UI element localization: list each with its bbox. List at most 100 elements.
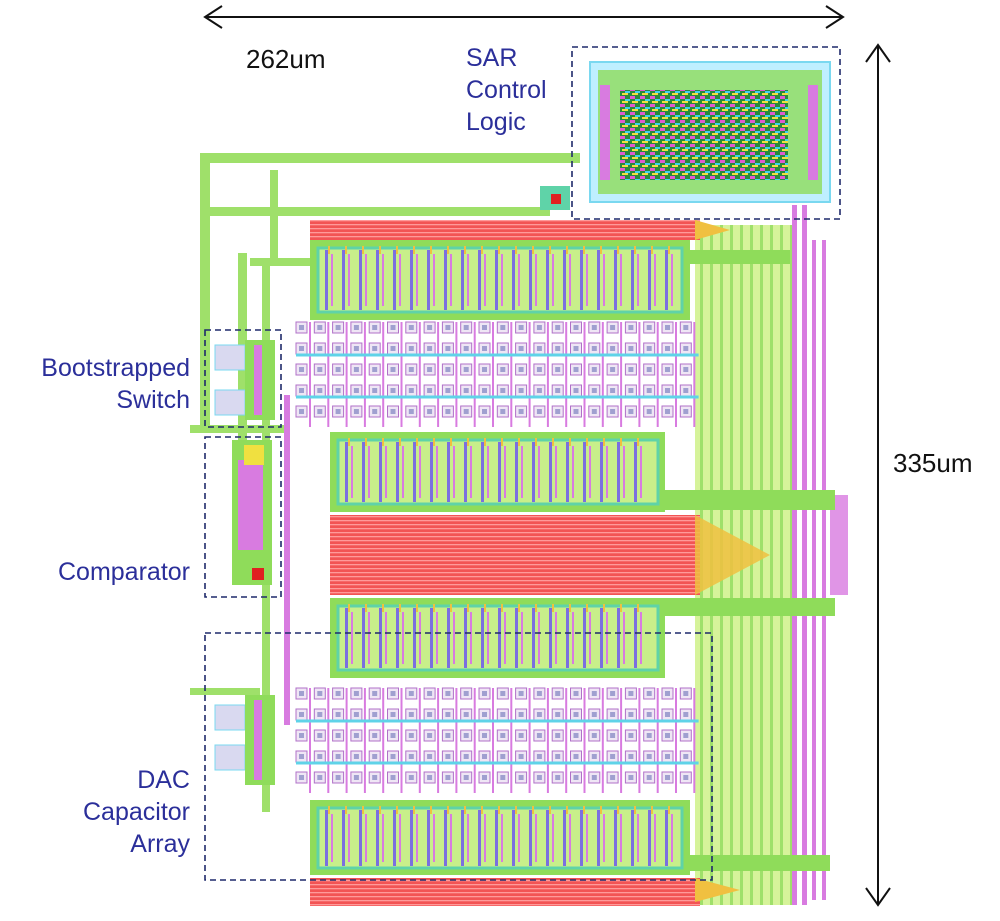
comparator-cell xyxy=(232,440,272,585)
finger xyxy=(600,442,603,502)
unit-cap-core xyxy=(463,409,469,414)
finger-pink xyxy=(348,814,350,862)
cap-grid-wire xyxy=(620,688,623,793)
finger xyxy=(617,608,620,668)
top-via xyxy=(551,194,561,204)
unit-cap-core xyxy=(427,775,433,780)
finger-pink xyxy=(535,814,537,862)
unit-cap-core xyxy=(518,712,524,717)
unit-cap-core xyxy=(372,712,378,717)
finger-tap xyxy=(552,604,554,612)
finger-tap xyxy=(379,246,381,254)
finger-pink xyxy=(365,814,367,862)
unit-cap-core xyxy=(665,325,670,330)
unit-cap-core xyxy=(390,733,396,738)
unit-cap-core xyxy=(408,409,414,414)
unit-cap-core xyxy=(372,409,378,414)
unit-cap-core xyxy=(445,346,451,351)
finger xyxy=(597,250,600,310)
cap-grid-wire xyxy=(528,688,531,793)
finger-pink xyxy=(399,254,401,306)
cap-grid-top xyxy=(295,321,699,427)
dac-label-line3: Array xyxy=(130,830,190,858)
unit-cap-core xyxy=(427,409,433,414)
unit-cap-core xyxy=(683,367,689,372)
bootstrapped-switch-cell xyxy=(214,340,275,420)
cap-grid-wire xyxy=(510,688,513,793)
unit-cap-core xyxy=(555,409,561,414)
finger-pink xyxy=(623,446,625,498)
finger-pink xyxy=(620,254,622,306)
unit-cap-core xyxy=(555,325,561,330)
unit-cap-core xyxy=(536,775,542,780)
unit-cap-core xyxy=(408,367,414,372)
unit-cap-core xyxy=(500,325,506,330)
unit-cap-core xyxy=(372,325,378,330)
finger-tap xyxy=(430,806,432,814)
unit-cap-core xyxy=(353,712,359,717)
unit-cap-core xyxy=(591,367,597,372)
finger xyxy=(410,250,413,310)
cap-grid-bottom xyxy=(295,687,699,793)
unit-cap-core xyxy=(335,346,341,351)
unit-cap-core xyxy=(335,325,341,330)
finger-pink xyxy=(606,612,608,664)
unit-cap-core xyxy=(427,712,433,717)
unit-cap-core xyxy=(665,775,670,780)
unit-cap-core xyxy=(646,388,652,393)
unit-cap-core xyxy=(427,388,433,393)
finger xyxy=(461,810,464,866)
finger-tap xyxy=(450,438,452,446)
finger-pink xyxy=(416,814,418,862)
unit-cap-core xyxy=(445,754,451,759)
unit-cap-core xyxy=(299,388,304,393)
finger-pink xyxy=(504,446,506,498)
cap-grid-wire xyxy=(583,322,586,427)
unit-cap-core xyxy=(482,388,487,393)
cap-grid-wire xyxy=(345,688,348,793)
finger-tap xyxy=(396,246,398,254)
cap-grid-wire xyxy=(638,322,641,427)
finger-tap xyxy=(617,806,619,814)
cap-grid-wire xyxy=(437,688,440,793)
unit-cap-core xyxy=(665,733,670,738)
unit-cap-core xyxy=(427,754,433,759)
top-fingers xyxy=(325,246,673,310)
finger-pink xyxy=(453,446,455,498)
unit-cap-core xyxy=(573,409,579,414)
finger-tap xyxy=(433,438,435,446)
finger xyxy=(583,608,586,668)
finger-tap xyxy=(413,246,415,254)
unit-cap-core xyxy=(500,712,506,717)
finger-pink xyxy=(521,446,523,498)
dac-switch-cell xyxy=(214,695,275,785)
dac-label: DAC Capacitor Array xyxy=(40,764,190,860)
unit-cap-core xyxy=(573,733,579,738)
cap-grid-wire xyxy=(327,322,330,427)
dac-dashed-box xyxy=(204,632,713,881)
finger-tap xyxy=(345,246,347,254)
finger xyxy=(430,608,433,668)
unit-cap-core xyxy=(591,409,597,414)
cap-grid-wire xyxy=(309,322,311,427)
finger xyxy=(665,250,668,310)
finger-tap xyxy=(637,438,639,446)
unit-cap-core xyxy=(500,691,506,696)
finger-pink xyxy=(501,814,503,862)
unit-cap-core xyxy=(628,733,634,738)
finger-pink xyxy=(671,254,673,306)
unit-cap-core xyxy=(555,712,561,717)
unit-cap-core xyxy=(408,733,414,738)
finger-tap xyxy=(365,438,367,446)
finger xyxy=(580,810,583,866)
finger-pink xyxy=(603,814,605,862)
unit-cap-core xyxy=(317,754,323,759)
unit-cap-core xyxy=(335,388,341,393)
unit-cap-core xyxy=(518,388,524,393)
unit-cap-core xyxy=(353,775,359,780)
finger xyxy=(464,608,467,668)
unit-cap-core xyxy=(353,346,359,351)
finger-tap xyxy=(328,806,330,814)
finger-pink xyxy=(606,446,608,498)
finger xyxy=(359,250,362,310)
